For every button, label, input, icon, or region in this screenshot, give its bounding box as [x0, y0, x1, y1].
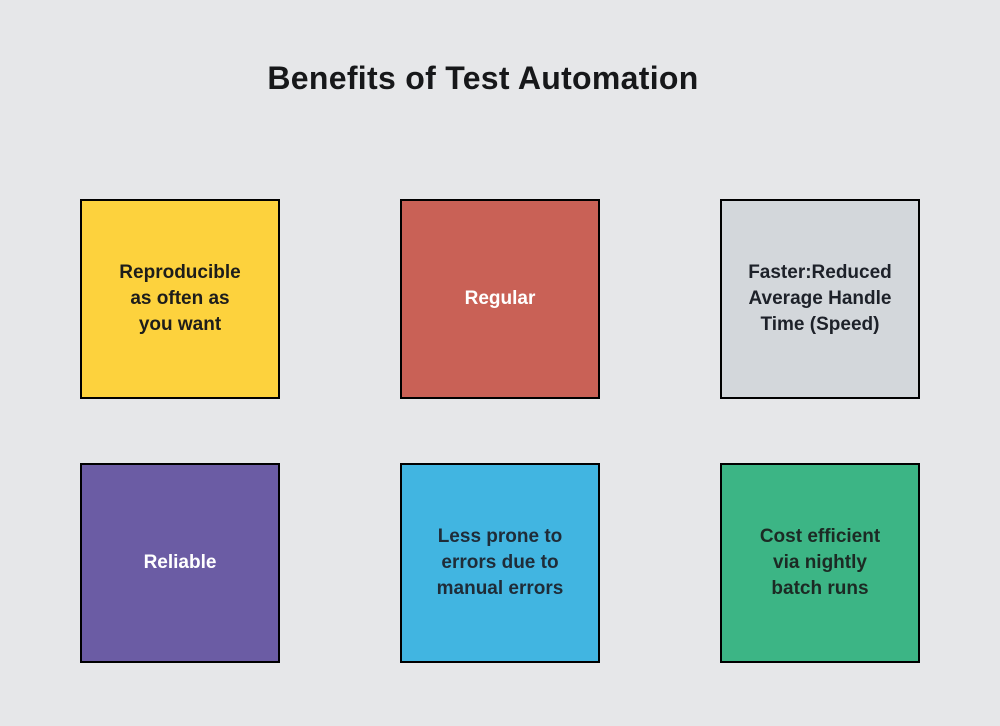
card-less-prone-to-errors: Less prone to errors due to manual error… — [400, 463, 600, 663]
card-reproducible: Reproducible as often as you want — [80, 199, 280, 399]
card-faster-reduced-aht: Faster:Reduced Average Handle Time (Spee… — [720, 199, 920, 399]
card-reliable: Reliable — [80, 463, 280, 663]
card-cost-efficient: Cost efficient via nightly batch runs — [720, 463, 920, 663]
page-title: Benefits of Test Automation — [267, 60, 699, 96]
card-regular: Regular — [400, 199, 600, 399]
